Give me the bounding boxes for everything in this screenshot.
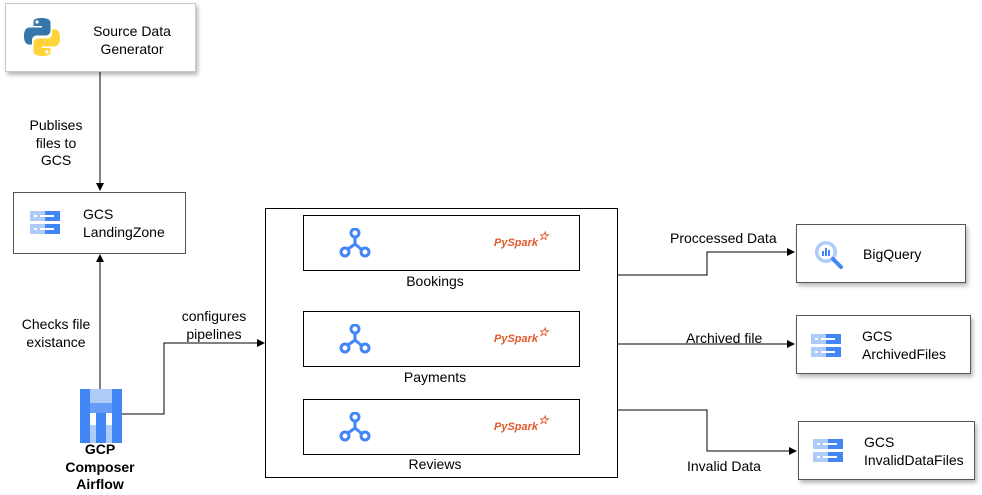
composer-label-line2: Composer — [65, 459, 135, 475]
edge-composer-to-pipelines — [122, 339, 265, 415]
composer-label-line3: Airflow — [76, 476, 124, 492]
pipeline-label-payments: Payments — [403, 369, 467, 385]
pipeline-payments — [303, 311, 580, 367]
bigquery-node: BigQuery — [796, 224, 966, 283]
dataproc-icon — [339, 412, 371, 442]
bigquery-icon — [815, 241, 843, 269]
gcs-storage-icon — [811, 334, 841, 357]
edge-label-configures-line2: pipelines — [186, 326, 242, 342]
landing-label-line2: LandingZone — [83, 224, 165, 240]
pyspark-logo-payments: PySpark☆ — [494, 325, 549, 345]
edge-to-invalid — [617, 409, 797, 455]
composer-label-line1: GCP — [84, 441, 116, 457]
dataproc-icon — [339, 228, 371, 258]
cloud-composer-icon — [80, 389, 122, 443]
edge-label-checks-line1: Checks file — [21, 316, 91, 332]
archived-label-line1: GCS — [862, 328, 893, 344]
spark-star-icon: ☆ — [538, 325, 549, 339]
edge-label-configures-line1: configures — [181, 308, 247, 324]
gcs-archivedfiles-node: GCS ArchivedFiles — [796, 315, 971, 374]
spark-star-icon: ☆ — [538, 413, 549, 427]
invalid-label-line2: InvalidDataFiles — [864, 452, 964, 468]
edge-label-checks-line2: existance — [26, 334, 86, 350]
spark-star-icon: ☆ — [538, 229, 549, 243]
source-data-generator-node: Source Data Generator — [5, 3, 196, 72]
pipeline-label-reviews: Reviews — [408, 456, 462, 472]
invalid-label-line1: GCS — [864, 434, 895, 450]
pyspark-logo-text: PySpark — [494, 421, 539, 433]
pipeline-reviews — [303, 399, 580, 455]
source-label-line1: Source Data — [93, 23, 171, 39]
edge-to-bigquery — [617, 248, 795, 276]
gcs-storage-icon — [30, 211, 60, 234]
pipeline-label-bookings: Bookings — [406, 273, 464, 289]
edge-label-publishes-line1: Publises — [29, 117, 83, 133]
pyspark-logo-text: PySpark — [494, 333, 539, 345]
gcs-storage-icon — [813, 439, 843, 462]
pipeline-bookings — [303, 215, 580, 271]
source-label-line2: Generator — [100, 41, 164, 57]
pyspark-logo-reviews: PySpark☆ — [494, 413, 549, 433]
pyspark-logo-bookings: PySpark☆ — [494, 229, 549, 249]
edge-label-invalid: Invalid Data — [687, 458, 761, 474]
dataproc-icon — [339, 324, 371, 354]
edge-label-publishes-line3: GCS — [40, 152, 72, 168]
pyspark-logo-text: PySpark — [494, 237, 539, 249]
edge-label-publishes-line2: files to — [35, 135, 77, 151]
edge-label-archived: Archived file — [686, 330, 763, 346]
gcs-landingzone-node: GCS LandingZone — [13, 192, 186, 254]
edge-label-processed: Proccessed Data — [670, 230, 777, 246]
landing-label-line1: GCS — [83, 206, 114, 222]
python-icon — [24, 18, 60, 56]
archived-label-line2: ArchivedFiles — [862, 346, 947, 362]
gcs-invaliddatafiles-node: GCS InvalidDataFiles — [798, 421, 975, 480]
bigquery-label: BigQuery — [863, 246, 922, 262]
